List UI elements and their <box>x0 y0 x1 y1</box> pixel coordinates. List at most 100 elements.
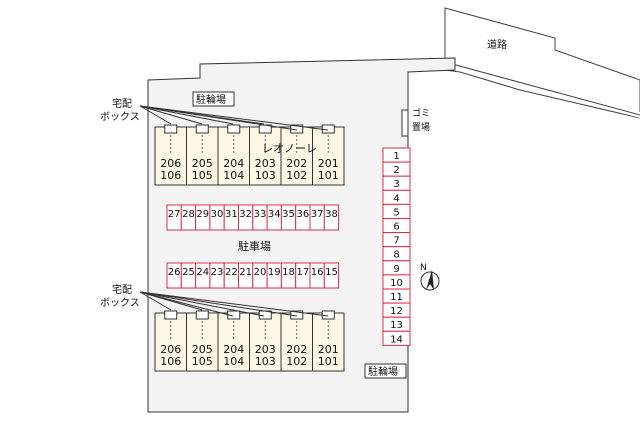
lower-spot-number: 16 <box>311 267 324 278</box>
top-unit-lower: 103 <box>255 169 276 182</box>
lower-spot: 17 <box>295 262 311 289</box>
right-spot-number: 3 <box>393 179 399 190</box>
upper-spot: 36 <box>295 204 311 231</box>
top-unit-lower: 106 <box>160 169 181 182</box>
right-spot: 3 <box>382 175 411 191</box>
delivery-box-bottom-line2: ボックス <box>100 297 140 309</box>
top-unit-upper: 206 <box>160 157 181 170</box>
lower-spot: 18 <box>280 262 297 289</box>
right-spot: 4 <box>382 189 411 205</box>
delivery-box-top-line1: 宅配 <box>112 97 132 110</box>
right-spot: 12 <box>382 302 411 318</box>
bottom-unit-lower: 104 <box>223 355 244 368</box>
right-spot: 13 <box>382 316 411 332</box>
lower-spot: 26 <box>166 262 182 289</box>
upper-spot-number: 29 <box>196 209 209 220</box>
upper-spot-number: 28 <box>182 209 195 220</box>
top-unit-upper: 204 <box>223 157 244 170</box>
bottom-unit-upper: 206 <box>160 343 181 356</box>
upper-spot: 33 <box>252 204 268 231</box>
lower-spot: 24 <box>195 262 211 289</box>
upper-spot: 32 <box>238 204 254 231</box>
lower-spot: 15 <box>323 262 340 289</box>
lower-spot: 20 <box>252 262 268 289</box>
lower-spot: 21 <box>238 262 254 289</box>
upper-spot: 34 <box>266 204 282 231</box>
right-spot-number: 13 <box>390 320 403 331</box>
lower-spot: 23 <box>209 262 225 289</box>
right-spot-number: 5 <box>393 207 399 218</box>
upper-spot-number: 38 <box>325 209 338 220</box>
upper-spot-number: 31 <box>225 209 238 220</box>
upper-spot: 30 <box>209 204 225 231</box>
upper-spot: 35 <box>280 204 297 231</box>
upper-spot-number: 35 <box>282 209 295 220</box>
right-spot-number: 10 <box>390 278 403 289</box>
top-unit-lower: 101 <box>318 169 339 182</box>
upper-spot: 27 <box>166 204 182 231</box>
lower-spot: 22 <box>223 262 239 289</box>
lower-spot: 25 <box>180 262 197 289</box>
top-unit-lower: 102 <box>286 169 307 182</box>
bottom-unit-lower: 105 <box>192 355 213 368</box>
trash-area <box>401 109 409 137</box>
bottom-unit-upper: 205 <box>192 343 213 356</box>
bottom-unit-upper: 201 <box>318 343 339 356</box>
upper-spot-number: 33 <box>254 209 267 220</box>
right-spot: 7 <box>382 232 411 248</box>
north-label: N <box>420 263 427 273</box>
lower-spot-number: 22 <box>225 267 238 278</box>
right-spot-number: 4 <box>393 193 399 204</box>
lower-spot: 16 <box>309 262 325 289</box>
lower-spot-number: 15 <box>325 267 338 278</box>
top-unit-lower: 105 <box>192 169 213 182</box>
bottom-unit-lower: 102 <box>286 355 307 368</box>
road-area <box>444 7 640 119</box>
bottom-unit-upper: 203 <box>255 343 276 356</box>
lower-spot-number: 25 <box>182 267 195 278</box>
upper-spot: 37 <box>309 204 325 231</box>
right-spot-number: 12 <box>390 306 403 317</box>
right-spot: 11 <box>382 288 411 304</box>
bottom-unit-upper: 204 <box>223 343 244 356</box>
north-arrow-icon: N <box>420 263 440 291</box>
upper-spot: 28 <box>180 204 197 231</box>
right-spot-number: 7 <box>393 236 399 247</box>
right-spot-number: 8 <box>393 250 399 261</box>
bike-parking-bottom-label: 駐輪場 <box>368 365 398 378</box>
lower-spot: 19 <box>266 262 282 289</box>
top-unit-upper: 202 <box>286 157 307 170</box>
right-spot-number: 11 <box>390 292 403 303</box>
delivery-box-top-line2: ボックス <box>100 111 140 123</box>
bottom-unit-lower: 101 <box>318 355 339 368</box>
lower-spot-number: 24 <box>196 267 209 278</box>
right-spot-number: 6 <box>393 222 399 233</box>
building-name: レオノーレ <box>262 142 317 155</box>
top-unit-upper: 201 <box>318 157 339 170</box>
parking-label: 駐車場 <box>238 239 271 253</box>
lower-spot-number: 18 <box>282 267 295 278</box>
upper-spot: 29 <box>195 204 211 231</box>
right-spot: 2 <box>382 161 411 177</box>
upper-spot-number: 37 <box>311 209 324 220</box>
lower-spot-number: 26 <box>168 267 181 278</box>
right-spot-number: 1 <box>393 151 399 162</box>
upper-spot-number: 32 <box>239 209 252 220</box>
upper-spot-number: 36 <box>296 209 309 220</box>
delivery-box-top-leaders <box>139 105 329 131</box>
right-spot: 9 <box>382 260 411 276</box>
lower-spot-number: 17 <box>296 267 309 278</box>
right-spot-number: 9 <box>393 264 399 275</box>
lower-spot-number: 20 <box>254 267 267 278</box>
